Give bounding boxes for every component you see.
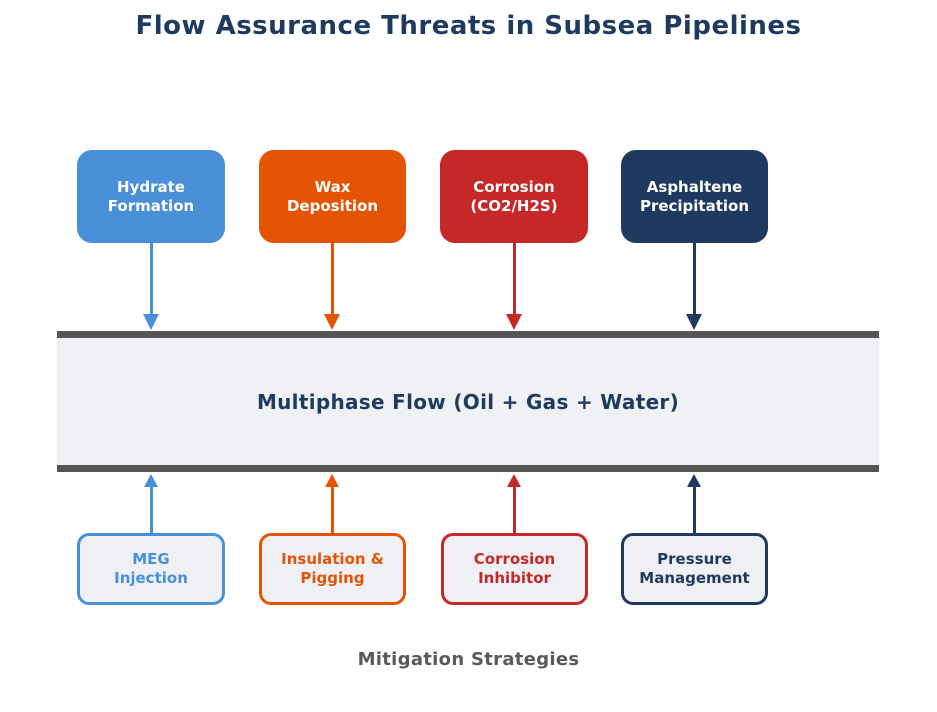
threat-box-corrosion: Corrosion (CO2/H2S) <box>440 150 588 243</box>
arrow-down-hydrate <box>143 243 159 330</box>
arrow-down-asphaltene <box>686 243 702 330</box>
mitigation-box-insulation-pigging: Insulation & Pigging <box>259 533 406 605</box>
arrow-head-down-icon <box>324 314 340 330</box>
threat-box-hydrate-formation: Hydrate Formation <box>77 150 225 243</box>
threat-box-label: Corrosion (CO2/H2S) <box>470 177 558 215</box>
arrow-up-pressure-management <box>687 474 701 533</box>
diagram-title: Flow Assurance Threats in Subsea Pipelin… <box>135 11 802 41</box>
pipeline-band: Multiphase Flow (Oil + Gas + Water) <box>57 331 879 472</box>
mitigation-box-label: Corrosion Inhibitor <box>473 550 556 587</box>
mitigation-box-label: MEG Injection <box>114 550 188 587</box>
mitigation-box-meg-injection: MEG Injection <box>77 533 225 605</box>
mitigation-box-label: Pressure Management <box>639 550 750 587</box>
threat-box-wax-deposition: Wax Deposition <box>259 150 406 243</box>
arrow-line <box>512 243 516 314</box>
mitigation-box-corrosion-inhibitor: Corrosion Inhibitor <box>441 533 588 605</box>
arrow-line <box>512 485 516 533</box>
caption-mitigation-strategies: Mitigation Strategies <box>357 649 580 670</box>
arrow-head-up-icon <box>144 474 158 487</box>
arrow-line <box>692 243 696 314</box>
mitigation-box-pressure-management: Pressure Management <box>621 533 768 605</box>
arrow-head-down-icon <box>506 314 522 330</box>
arrow-down-corrosion <box>506 243 522 330</box>
arrow-up-insulation-pigging <box>325 474 339 533</box>
arrow-head-up-icon <box>507 474 521 487</box>
arrow-up-corrosion-inhibitor <box>507 474 521 533</box>
arrow-head-down-icon <box>686 314 702 330</box>
threat-box-label: Hydrate Formation <box>107 177 195 215</box>
threat-box-label: Asphaltene Precipitation <box>639 177 750 215</box>
arrow-line <box>692 485 696 533</box>
arrow-line <box>330 485 334 533</box>
arrow-head-down-icon <box>143 314 159 330</box>
arrow-up-meg-injection <box>144 474 158 533</box>
arrow-line <box>149 243 153 314</box>
threat-box-asphaltene-precipitation: Asphaltene Precipitation <box>621 150 768 243</box>
arrow-line <box>149 485 153 533</box>
threat-box-label: Wax Deposition <box>286 177 379 215</box>
mitigation-box-label: Insulation & Pigging <box>281 550 384 587</box>
pipeline-label: Multiphase Flow (Oil + Gas + Water) <box>256 389 680 414</box>
arrow-head-up-icon <box>325 474 339 487</box>
arrow-head-up-icon <box>687 474 701 487</box>
arrow-down-wax <box>324 243 340 330</box>
arrow-line <box>330 243 334 314</box>
